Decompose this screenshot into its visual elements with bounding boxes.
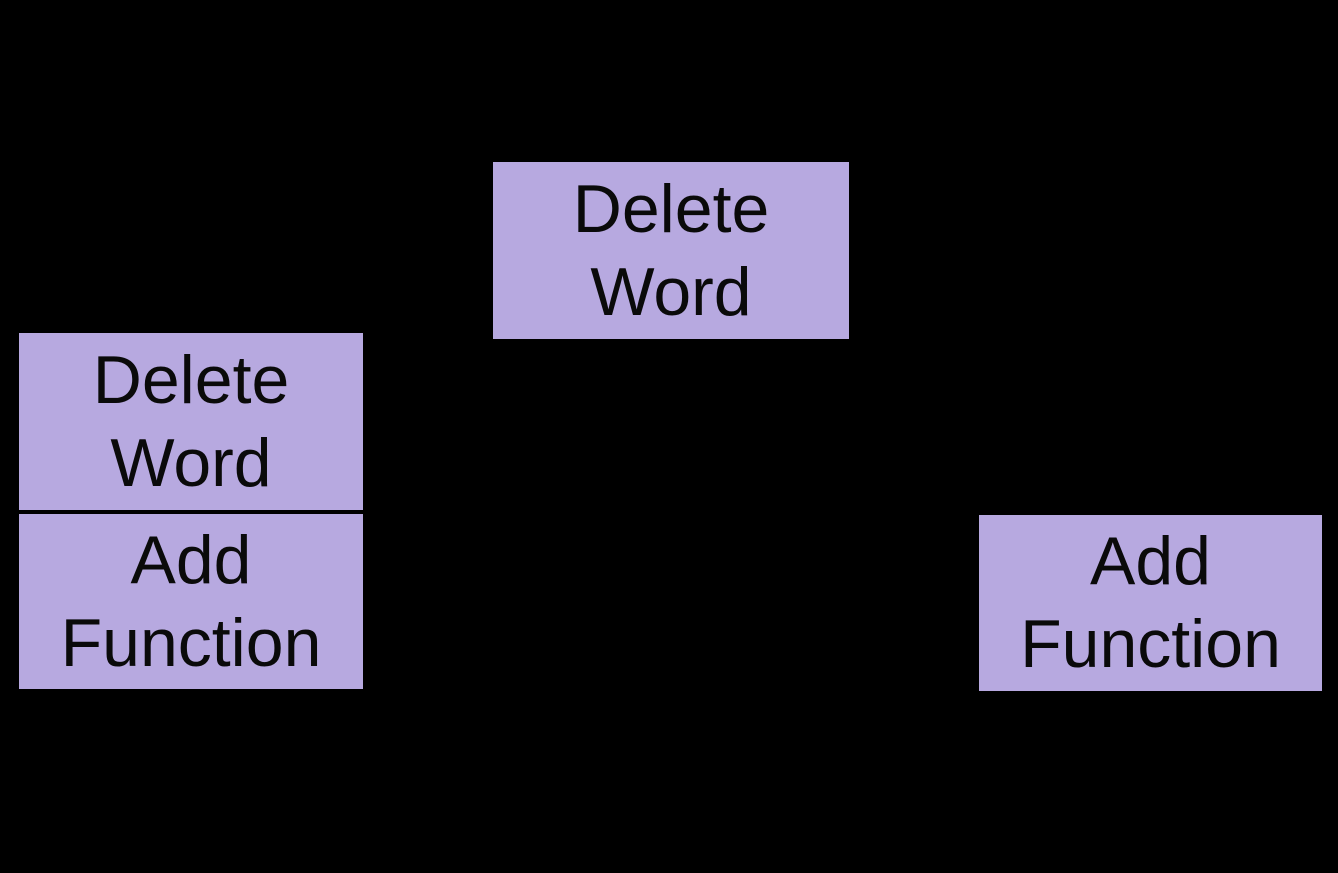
delete-word-box-left: Delete Word: [19, 333, 363, 510]
add-function-box-right: Add Function: [979, 515, 1322, 691]
left-operation-stack: Delete Word Add Function: [19, 333, 363, 689]
add-function-box-left: Add Function: [19, 514, 363, 689]
stack-divider-line: [19, 510, 363, 514]
delete-word-box-top-center: Delete Word: [493, 162, 849, 339]
